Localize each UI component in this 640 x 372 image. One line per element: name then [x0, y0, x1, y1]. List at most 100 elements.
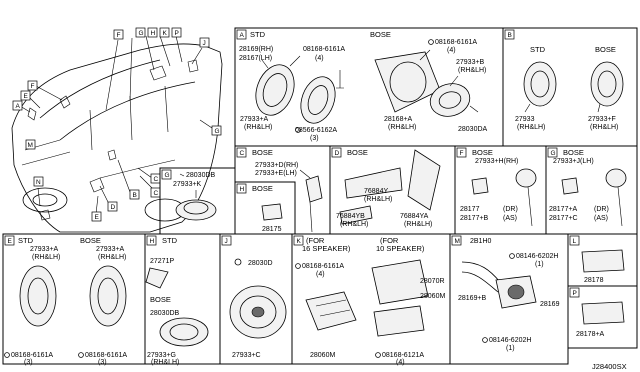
svg-text:27933+E(LH): 27933+E(LH) [255, 170, 297, 177]
section-g: G BOSE 27933+J(LH) 28177+A (DR) 28177+C … [545, 145, 638, 235]
svg-text:27933+A: 27933+A [240, 116, 269, 123]
car-tag-f: F [113, 29, 124, 40]
svg-text:28175: 28175 [262, 226, 282, 233]
svg-text:27933+A: 27933+A [30, 246, 59, 253]
section-a: A STD BOSE 28169(RH) 28167(LH) 08168-616… [234, 27, 504, 147]
svg-text:J: J [225, 238, 228, 245]
svg-text:(RH&LH): (RH&LH) [98, 254, 126, 261]
svg-text:(AS): (AS) [594, 215, 608, 222]
svg-text:(3): (3) [24, 359, 33, 366]
car-overview: A E F F G H K P J G C C B D E N M [11, 27, 223, 233]
svg-text:D: D [335, 150, 340, 157]
svg-text:H: H [151, 30, 156, 37]
svg-text:(4): (4) [316, 271, 325, 278]
svg-text:(3): (3) [310, 135, 319, 142]
svg-text:(RH&LH): (RH&LH) [364, 196, 392, 203]
svg-text:H: H [150, 238, 155, 245]
svg-text:08168-6161A: 08168-6161A [435, 39, 477, 46]
svg-text:08146-6202H: 08146-6202H [489, 337, 531, 344]
svg-text:B: B [508, 32, 512, 39]
car-tag-a: A [12, 100, 23, 111]
svg-text:F: F [117, 32, 121, 39]
svg-text:F: F [31, 83, 35, 90]
svg-text:(4): (4) [315, 55, 324, 62]
car-tag-j: H [147, 27, 158, 38]
car-tag-l: K [159, 27, 170, 38]
svg-text:(RH&LH): (RH&LH) [404, 221, 432, 228]
svg-text:28169(RH): 28169(RH) [239, 46, 273, 53]
svg-text:27933+D(RH): 27933+D(RH) [255, 162, 298, 169]
svg-text:28030DA: 28030DA [458, 126, 488, 133]
section-j: J 28030D 27933+C [219, 233, 293, 365]
svg-text:27933+H(RH): 27933+H(RH) [475, 158, 518, 165]
section-k: K (FOR 16 SPEAKER) (FOR 10 SPEAKER) 0816… [291, 233, 451, 366]
car-tag-d: D [107, 201, 118, 212]
svg-text:27271P: 27271P [150, 258, 174, 265]
svg-text:C: C [240, 150, 245, 157]
svg-text:28169: 28169 [540, 301, 560, 308]
svg-text:(AS): (AS) [503, 215, 517, 222]
svg-text:G: G [139, 30, 144, 37]
svg-text:BOSE: BOSE [252, 148, 273, 157]
svg-text:(RH&LH): (RH&LH) [590, 124, 618, 131]
section-h: H STD 27271P BOSE 28030DB 27933+G (RH&LH… [144, 233, 221, 366]
svg-text:16 SPEAKER): 16 SPEAKER) [302, 244, 351, 253]
svg-text:BOSE: BOSE [252, 184, 273, 193]
car-tag-c: C [150, 173, 161, 184]
car-tag-n: N [33, 176, 44, 187]
svg-text:28178+A: 28178+A [576, 331, 605, 338]
svg-text:28167(LH): 28167(LH) [239, 55, 272, 62]
section-g-small: G 28030DB 27933+K [159, 167, 236, 235]
section-l: L 28178 [567, 233, 638, 287]
svg-text:10 SPEAKER): 10 SPEAKER) [376, 244, 425, 253]
svg-text:A: A [240, 32, 245, 39]
car-tag-e: E [20, 90, 31, 101]
svg-text:STD: STD [530, 45, 546, 54]
svg-text:G: G [165, 172, 170, 179]
car-tag-h-right: G [211, 125, 222, 136]
svg-text:E: E [8, 238, 13, 245]
svg-text:27933+K: 27933+K [173, 181, 202, 188]
svg-text:28178: 28178 [584, 277, 604, 284]
section-p: P 28178+A [567, 285, 638, 349]
svg-text:BOSE: BOSE [347, 148, 368, 157]
svg-text:(RH&LH): (RH&LH) [244, 124, 272, 131]
svg-text:A: A [16, 103, 21, 110]
svg-text:P: P [175, 30, 179, 37]
svg-text:BOSE: BOSE [80, 236, 101, 245]
car-tag-b: B [129, 189, 140, 200]
car-tag-p: P [171, 27, 182, 38]
svg-text:STD: STD [250, 30, 266, 39]
section-h-small: H BOSE 28175 [234, 181, 296, 235]
svg-text:BOSE: BOSE [472, 148, 493, 157]
svg-text:28169+B: 28169+B [458, 295, 487, 302]
svg-text:(RH&LH): (RH&LH) [517, 124, 545, 131]
car-tag-g: E [91, 211, 102, 222]
section-m: M 2B1H0 08146-6202H (1) 28169 28169+B 08… [449, 233, 569, 365]
svg-text:(DR): (DR) [503, 206, 518, 213]
svg-text:28060M: 28060M [310, 352, 335, 359]
svg-text:27933+J(LH): 27933+J(LH) [553, 158, 594, 165]
car-tag-m: M [25, 139, 36, 150]
svg-text:(4): (4) [447, 47, 456, 54]
svg-text:J: J [203, 40, 206, 47]
svg-text:28030DB: 28030DB [150, 310, 180, 317]
section-c: C BOSE 27933+D(RH) 27933+E(LH) [234, 145, 331, 235]
svg-text:(1): (1) [506, 345, 515, 352]
svg-text:(DR): (DR) [594, 206, 609, 213]
svg-text:BOSE: BOSE [563, 148, 584, 157]
section-b: B STD BOSE 27933 (RH&LH) 27933+F (RH&LH) [502, 27, 638, 147]
svg-text:27933+C: 27933+C [232, 352, 261, 359]
svg-text:76884Y: 76884Y [364, 188, 388, 195]
svg-text:K: K [163, 30, 168, 37]
svg-text:08146-6202H: 08146-6202H [516, 253, 558, 260]
car-tag-h: G [135, 27, 146, 38]
svg-text:G: G [215, 128, 220, 135]
svg-text:2B1H0: 2B1H0 [470, 238, 492, 245]
svg-text:28177+C: 28177+C [549, 215, 578, 222]
svg-text:08168-6161A: 08168-6161A [11, 352, 53, 359]
svg-text:C: C [154, 190, 159, 197]
svg-text:28070R: 28070R [420, 278, 445, 285]
svg-text:(1): (1) [535, 261, 544, 268]
